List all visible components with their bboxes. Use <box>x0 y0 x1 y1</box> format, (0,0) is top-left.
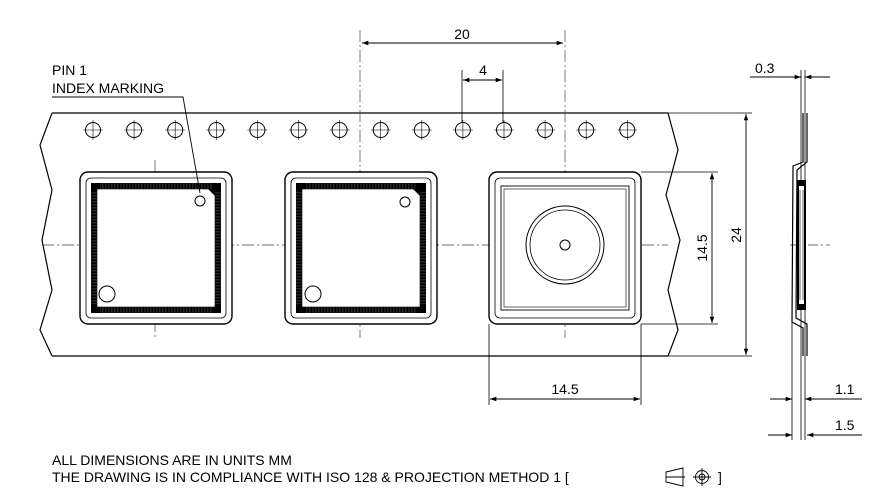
dim-14-5-horizontal-label: 14.5 <box>551 381 578 397</box>
sprocket-hole <box>288 120 309 140</box>
sprocket-hole <box>370 120 391 140</box>
note-units: ALL DIMENSIONS ARE IN UNITS MM <box>52 452 292 468</box>
qfp-chip-1 <box>91 183 221 313</box>
projection-symbol-icon <box>665 467 711 487</box>
dim-pocket-width: 14.5 <box>488 324 642 405</box>
sprocket-hole <box>452 120 473 140</box>
dim-thickness: 0.3 <box>750 60 830 80</box>
sprocket-hole <box>494 120 514 140</box>
sprocket-hole <box>165 120 186 140</box>
dim-hole-pitch: 4 <box>461 62 504 122</box>
dim-14-5-vertical-label: 14.5 <box>694 234 710 261</box>
dim-1-5: 1.5 <box>768 417 862 438</box>
sprocket-hole <box>83 120 103 140</box>
index-marking-label: INDEX MARKING <box>52 80 164 96</box>
pocket-3-empty <box>488 171 642 325</box>
dim-0-3-label: 0.3 <box>755 60 775 76</box>
side-profile-view <box>790 70 830 440</box>
sprocket-hole <box>617 120 638 140</box>
dim-pocket-height: 14.5 <box>641 171 718 325</box>
pin1-callout: PIN 1 INDEX MARKING <box>52 62 201 194</box>
pin1-label: PIN 1 <box>52 62 87 78</box>
sprocket-hole <box>124 120 145 140</box>
note-compliance: THE DRAWING IS IN COMPLIANCE WITH ISO 12… <box>52 469 569 485</box>
qfp-chip-2 <box>296 183 426 313</box>
sprocket-holes <box>83 120 638 140</box>
dim-tape-width: 24 <box>668 112 752 357</box>
dim-4-label: 4 <box>479 62 487 78</box>
dim-1-5-label: 1.5 <box>835 417 855 433</box>
sprocket-hole <box>535 120 556 140</box>
sprocket-hole <box>206 120 227 140</box>
dim-pocket-pitch: 20 <box>362 26 563 46</box>
dim-1-1: 1.1 <box>770 322 862 440</box>
pocket-1 <box>79 171 233 325</box>
note-compliance-bracket: ] <box>718 469 722 485</box>
notes: ALL DIMENSIONS ARE IN UNITS MM THE DRAWI… <box>52 452 722 487</box>
sprocket-hole <box>576 120 597 140</box>
dim-1-1-label: 1.1 <box>835 381 855 397</box>
sprocket-hole <box>247 120 268 140</box>
dim-24-label: 24 <box>728 227 744 243</box>
pocket-2 <box>284 171 438 325</box>
sprocket-hole <box>329 120 350 140</box>
dim-20-label: 20 <box>454 26 470 42</box>
sprocket-hole <box>411 120 432 140</box>
